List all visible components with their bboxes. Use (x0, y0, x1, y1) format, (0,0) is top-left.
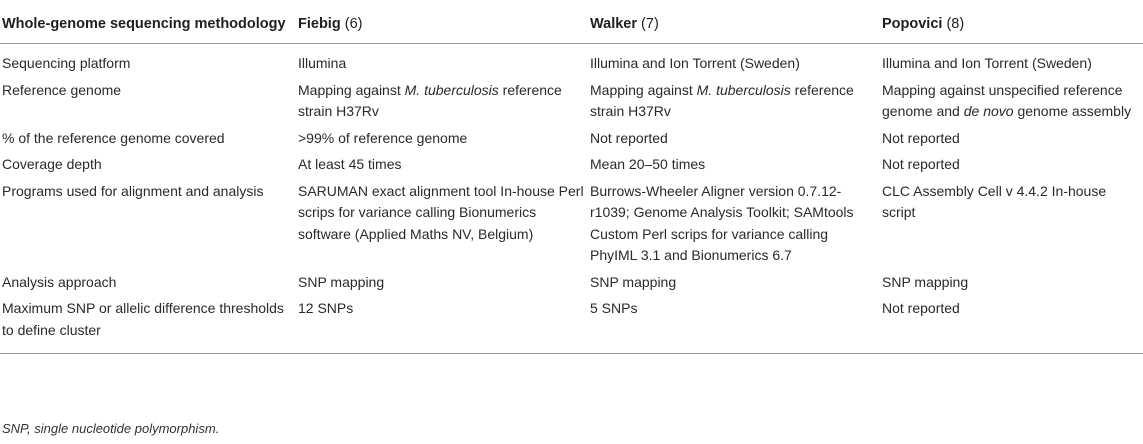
cell-popovici: Illumina and Ion Torrent (Sweden) (882, 55, 1092, 71)
row-label: Reference genome (2, 81, 122, 98)
species-name: M. tuberculosis (696, 81, 791, 98)
cell-walker: Not reported (590, 129, 668, 146)
table-footnote: SNP, single nucleotide polymorphism. (2, 421, 220, 436)
row-label: Maximum SNP or allelic difference thresh… (0, 298, 296, 354)
table-row: Sequencing platform Illumina Illumina an… (0, 44, 1143, 80)
cell-walker: SNP mapping (590, 273, 677, 290)
cell-text: reference strain H37Rv (590, 81, 854, 120)
row-label: % of the reference genome covered (2, 129, 225, 146)
cell-text: genome assembly (1013, 103, 1132, 119)
cell-popovici: CLC Assembly Cell v 4.4.2 In-house scrip… (882, 182, 1107, 221)
table-header-row: Whole-genome sequencing methodology Fieb… (0, 0, 1143, 44)
header-popovici-name: Popovici (882, 16, 943, 32)
cell-fiebig: 12 SNPs (296, 298, 588, 354)
cell-popovici: Not reported (880, 298, 1143, 354)
cell-popovici: Mapping against unspecified reference ge… (880, 80, 1143, 128)
row-label: Coverage depth (2, 156, 102, 172)
row-label: Analysis approach (2, 273, 117, 290)
header-fiebig: Fiebig (6) (296, 0, 588, 44)
de-novo-term: de novo (963, 103, 1014, 119)
cell-popovici: SNP mapping (882, 273, 969, 290)
table-row: % of the reference genome covered >99% o… (0, 128, 1143, 155)
cell-walker: Illumina and Ion Torrent (Sweden) (590, 55, 800, 71)
header-walker: Walker (7) (588, 0, 880, 44)
cell-popovici: Not reported (882, 156, 960, 172)
header-methodology: Whole-genome sequencing methodology (0, 0, 296, 44)
row-label: Programs used for alignment and analysis (2, 182, 264, 199)
species-name: M. tuberculosis (404, 81, 499, 98)
cell-text: Mapping against (298, 81, 405, 98)
cell-fiebig: Illumina (298, 55, 347, 71)
table-row: Programs used for alignment and analysis… (0, 181, 1143, 272)
cell-text: reference strain H37Rv (298, 81, 562, 120)
cell-walker: Mapping against M. tuberculosis referenc… (588, 80, 880, 128)
cell-fiebig: >99% of reference genome (298, 129, 468, 146)
cell-popovici: Not reported (882, 129, 960, 146)
cell-text: Mapping against unspecified reference ge… (882, 81, 1123, 120)
cell-walker: Burrows-Wheeler Aligner version 0.7.12-r… (590, 182, 854, 264)
comparison-table-container: Whole-genome sequencing methodology Fieb… (0, 0, 1143, 354)
cell-walker: 5 SNPs (588, 298, 880, 354)
row-label: Sequencing platform (2, 55, 131, 71)
header-popovici: Popovici (8) (880, 0, 1143, 44)
wgs-methodology-table: Whole-genome sequencing methodology Fieb… (0, 0, 1143, 354)
header-walker-ref: (7) (641, 16, 659, 32)
cell-fiebig: Mapping against M. tuberculosis referenc… (296, 80, 588, 128)
table-row: Maximum SNP or allelic difference thresh… (0, 298, 1143, 354)
cell-text: Mapping against (590, 81, 697, 98)
cell-walker: Mean 20–50 times (590, 156, 706, 172)
table-row: Analysis approach SNP mapping SNP mappin… (0, 272, 1143, 299)
header-fiebig-ref: (6) (344, 16, 363, 32)
table-row: Coverage depth At least 45 times Mean 20… (0, 154, 1143, 181)
cell-fiebig: At least 45 times (298, 156, 402, 172)
header-popovici-ref: (8) (946, 16, 965, 32)
cell-fiebig: SNP mapping (298, 273, 385, 290)
cell-fiebig: SARUMAN exact alignment tool In-house Pe… (298, 182, 584, 242)
header-walker-name: Walker (590, 16, 638, 32)
table-row: Reference genome Mapping against M. tube… (0, 80, 1143, 128)
header-fiebig-name: Fiebig (298, 16, 341, 32)
